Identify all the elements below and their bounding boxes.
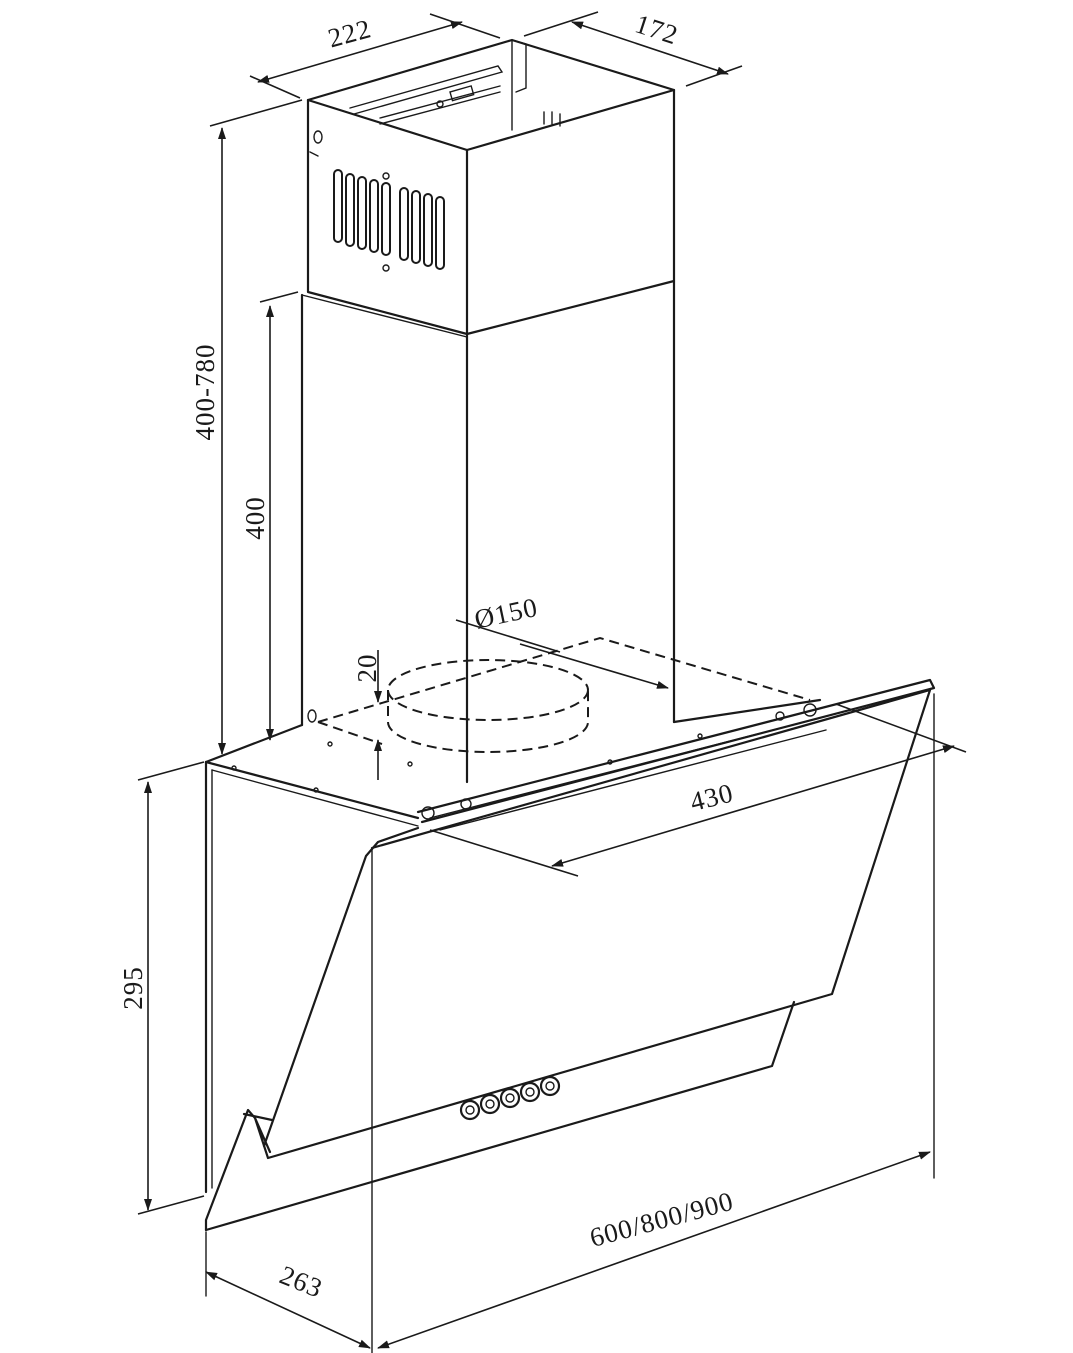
dim-hood-height: 295 xyxy=(118,761,205,1215)
dim-canopy-depth: 263 xyxy=(205,1260,371,1349)
label-hood-height: 295 xyxy=(118,966,148,1010)
outlet-ring xyxy=(317,636,811,753)
dim-chimney-depth: 172 xyxy=(523,8,743,87)
label-total-height: 400-780 xyxy=(190,344,220,441)
control-knobs xyxy=(459,1075,561,1121)
chimney-lower xyxy=(300,279,676,784)
chimney-upper xyxy=(306,38,676,336)
dim-outlet-diameter: Ø150 xyxy=(455,592,669,689)
label-outlet-diameter: Ø150 xyxy=(472,592,541,635)
dim-hood-width: 600/800/900 xyxy=(377,1151,931,1349)
label-chimney-height: 400 xyxy=(240,496,270,540)
hood-body xyxy=(204,678,936,1353)
dim-total-height: 400-780 xyxy=(190,99,303,755)
dim-chimney-height: 400 xyxy=(240,291,299,741)
label-canopy-depth: 263 xyxy=(276,1260,328,1304)
dim-hood-depth: 430 xyxy=(429,703,967,877)
dim-outlet-offset: 20 xyxy=(352,650,382,780)
label-chimney-width: 222 xyxy=(325,13,375,53)
label-hood-depth: 430 xyxy=(687,777,736,817)
label-outlet-offset: 20 xyxy=(352,654,382,683)
label-hood-width: 600/800/900 xyxy=(587,1186,737,1253)
